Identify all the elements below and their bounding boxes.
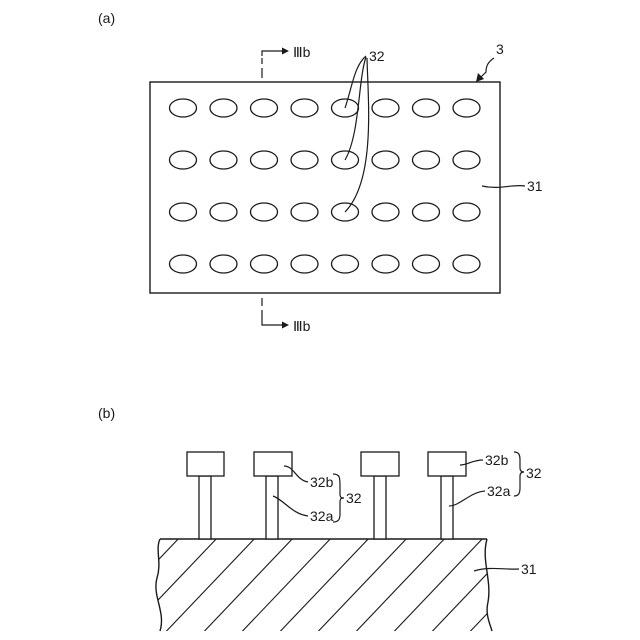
hatch-line bbox=[500, 535, 600, 640]
dimple bbox=[210, 151, 237, 169]
pillar bbox=[187, 452, 224, 539]
hatch-line bbox=[272, 535, 372, 640]
figure-b: (b) 32b 32a bbox=[44, 405, 638, 640]
dimple bbox=[251, 255, 278, 273]
section-marker-bottom: Ⅲb bbox=[262, 298, 311, 334]
dimple bbox=[453, 99, 480, 117]
section-label-top: Ⅲb bbox=[293, 44, 311, 60]
dimple bbox=[291, 151, 318, 169]
dimple bbox=[413, 255, 440, 273]
brace-left bbox=[333, 474, 344, 522]
panel-label-b: (b) bbox=[98, 405, 115, 421]
dimple bbox=[291, 203, 318, 221]
dimple-callout: 32 bbox=[345, 48, 385, 212]
dimple bbox=[413, 99, 440, 117]
brace-right bbox=[514, 452, 524, 496]
dimple bbox=[251, 203, 278, 221]
dimple bbox=[170, 203, 197, 221]
dimple bbox=[372, 99, 399, 117]
dimple bbox=[453, 203, 480, 221]
dimple bbox=[372, 203, 399, 221]
part-label: 3 bbox=[496, 41, 504, 57]
figure-a: (a) Ⅲb Ⅲb 32 3 bbox=[98, 10, 543, 334]
hatch-line bbox=[386, 535, 486, 640]
pillar-stem bbox=[266, 476, 278, 539]
dimple bbox=[413, 151, 440, 169]
dimple bbox=[210, 203, 237, 221]
hatch-line bbox=[348, 535, 448, 640]
pillar-label-right: 32 bbox=[526, 465, 542, 481]
dimple bbox=[291, 255, 318, 273]
hatch-line bbox=[538, 535, 638, 640]
stem-label-left: 32a bbox=[310, 508, 334, 524]
cap-label-left: 32b bbox=[310, 474, 334, 490]
dimple bbox=[453, 151, 480, 169]
pillar-cap bbox=[187, 452, 224, 476]
sheet-callout: 31 bbox=[482, 178, 543, 194]
arrow-head-icon bbox=[476, 73, 484, 82]
hatch-line bbox=[424, 535, 524, 640]
base-label: 31 bbox=[521, 561, 537, 577]
part-callout: 3 bbox=[476, 41, 504, 82]
pillar-cap bbox=[361, 452, 399, 476]
sheet-outline bbox=[150, 82, 500, 293]
dimple bbox=[291, 99, 318, 117]
pillar bbox=[361, 452, 399, 539]
dimple bbox=[372, 255, 399, 273]
dimple-grid bbox=[170, 99, 481, 273]
arrow-head-icon bbox=[282, 322, 289, 329]
dimple bbox=[170, 151, 197, 169]
hatch-line bbox=[462, 535, 562, 640]
sheet-label: 31 bbox=[527, 178, 543, 194]
dimple bbox=[413, 203, 440, 221]
dimple bbox=[372, 151, 399, 169]
pillar bbox=[254, 452, 292, 539]
dimple bbox=[453, 255, 480, 273]
dimple bbox=[210, 99, 237, 117]
hatch-line bbox=[196, 535, 296, 640]
pillar-stem bbox=[441, 476, 453, 539]
dimple bbox=[251, 151, 278, 169]
panel-label-a: (a) bbox=[98, 10, 115, 26]
pillar-cap bbox=[254, 452, 292, 476]
hatch-line bbox=[234, 535, 334, 640]
arrow-head-icon bbox=[282, 48, 289, 55]
pillar-label-left: 32 bbox=[346, 490, 362, 506]
dimple bbox=[332, 255, 359, 273]
hatch-line bbox=[158, 535, 258, 640]
dimple bbox=[170, 99, 197, 117]
hatch-line bbox=[120, 535, 220, 640]
section-label-bottom: Ⅲb bbox=[293, 318, 311, 334]
dimple-label: 32 bbox=[369, 48, 385, 64]
base-callout: 31 bbox=[474, 561, 537, 577]
hatch-line bbox=[44, 535, 144, 640]
pillar-stem bbox=[374, 476, 386, 539]
hatch-line bbox=[310, 535, 410, 640]
hatching bbox=[44, 535, 638, 640]
base-sheet-section bbox=[44, 535, 638, 640]
cap-label-right: 32b bbox=[485, 452, 509, 468]
dimple bbox=[251, 99, 278, 117]
pillar-cap bbox=[428, 452, 466, 476]
pillar-stem bbox=[199, 476, 211, 539]
stem-label-right: 32a bbox=[487, 483, 511, 499]
dimple bbox=[170, 255, 197, 273]
hatch-line bbox=[82, 535, 182, 640]
section-marker-top: Ⅲb bbox=[262, 44, 311, 78]
dimple bbox=[210, 255, 237, 273]
